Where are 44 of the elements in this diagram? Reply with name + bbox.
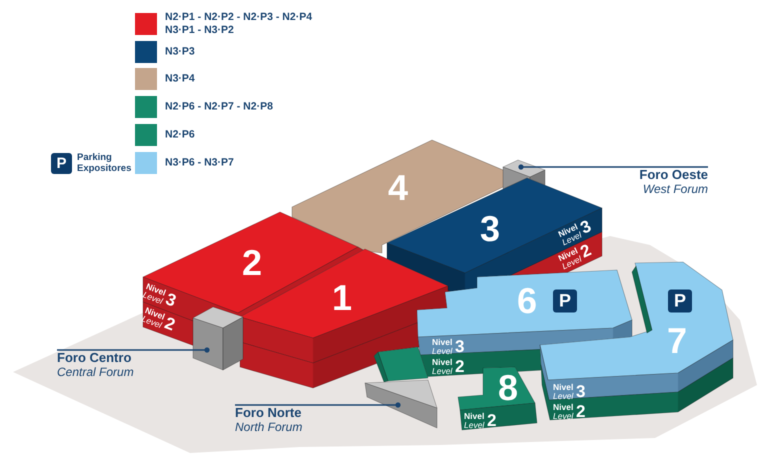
legend-text: N2·P1 - N2·P2 - N2·P3 - N2·P4 N3·P1 - N3·P2 xyxy=(165,11,314,37)
forum-name-english: Central Forum xyxy=(57,365,134,379)
leader-line xyxy=(518,164,708,170)
level-label: Nivel xyxy=(432,338,452,346)
forum-name: Foro Oeste xyxy=(639,167,708,182)
forum-name: Foro Centro xyxy=(57,350,132,365)
hall-number: 4 xyxy=(388,173,408,203)
level-label-english: Level xyxy=(464,420,484,429)
hall-block xyxy=(374,347,428,382)
legend-text: N2·P6 - N2·P7 - N2·P8 xyxy=(165,100,273,114)
hall-number: 8 xyxy=(498,373,518,403)
level-label: Nivel xyxy=(464,412,484,420)
forum-name: Foro Norte xyxy=(235,405,302,420)
legend-text: N2·P6 xyxy=(165,128,195,142)
hall-number: 3 xyxy=(480,214,500,244)
parking-sign: P xyxy=(668,290,692,312)
level-number: 2 xyxy=(487,412,496,428)
level-label: Nivel xyxy=(553,403,574,412)
level-label-english: Level xyxy=(432,346,452,355)
legend-text: N3·P3 xyxy=(165,46,195,58)
forum-name-english: West Forum xyxy=(642,182,708,196)
hall-number: 6 xyxy=(516,286,538,316)
hall-number: 2 xyxy=(242,248,262,278)
level-label-english: Level xyxy=(553,392,574,400)
level-number: 3 xyxy=(576,384,586,398)
level-number: 2 xyxy=(576,404,586,418)
parking-sign: P xyxy=(51,153,72,174)
forum-building xyxy=(365,380,437,428)
forum-building xyxy=(193,307,243,370)
parking-label: Parking Expositores xyxy=(77,152,132,174)
level-label: Nivel xyxy=(432,358,452,366)
leader-line xyxy=(57,347,210,353)
level-label: Nivel xyxy=(553,383,574,392)
legend-text: N3·P4 xyxy=(165,72,195,86)
level-number: 3 xyxy=(455,338,464,354)
level-number: 2 xyxy=(455,358,464,374)
forum-name-english: North Forum xyxy=(235,420,302,434)
legend-text: N3·P6 - N3·P7 xyxy=(165,156,234,170)
hall-number: 7 xyxy=(666,326,688,356)
leader-line xyxy=(235,402,401,408)
hall-number: 1 xyxy=(332,283,352,313)
parking-sign: P xyxy=(553,290,577,312)
level-label-english: Level xyxy=(553,412,574,420)
level-label-english: Level xyxy=(432,366,452,375)
